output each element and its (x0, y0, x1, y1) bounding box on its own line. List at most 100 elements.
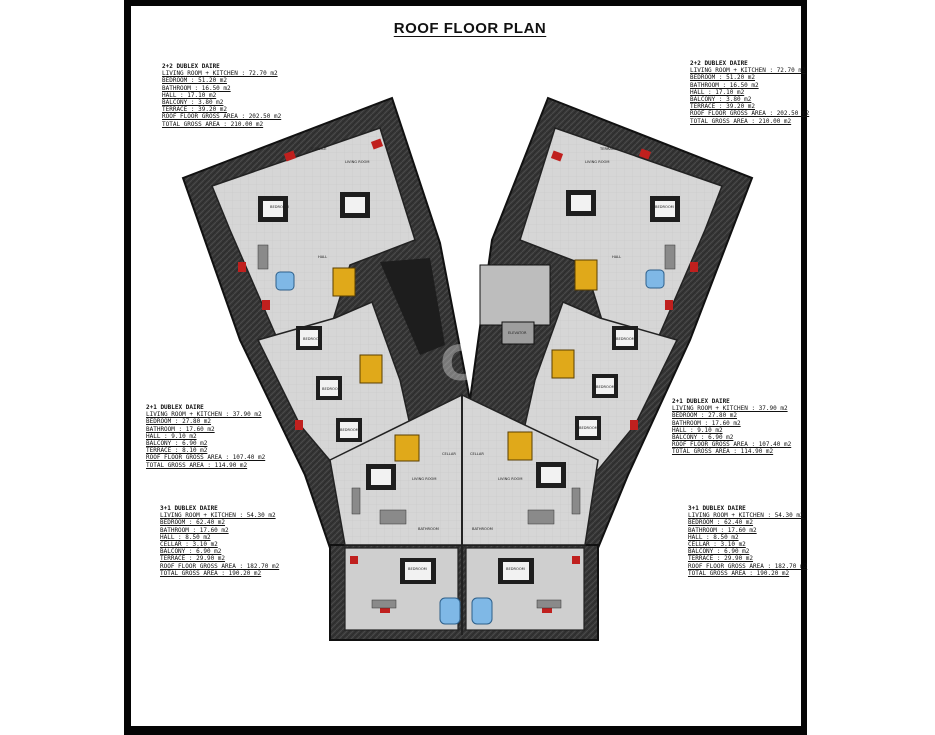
furniture (257, 244, 676, 609)
stair (507, 431, 533, 461)
spec-line: BATHROOM : 17.60 m2 (160, 526, 229, 534)
red-chair (542, 605, 552, 613)
spec-line: BATHROOM : 17.60 m2 (146, 425, 215, 433)
room-label-bathroom: BATHROOM (418, 527, 439, 531)
spec-line: CELLAR : 3.10 m2 (160, 541, 218, 549)
spec-line: ROOF FLOOR GROSS AREA : 107.40 m2 (672, 441, 792, 449)
spec-line: HALL : 9.10 m2 (672, 426, 723, 434)
spec-line: LIVING ROOM + KITCHEN : 72.70 m2 (690, 67, 806, 75)
spec-line: LIVING ROOM + KITCHEN : 54.30 m2 (160, 512, 276, 520)
spec-line: HALL : 9.10 m2 (146, 432, 197, 440)
spec-line: BEDROOM : 27.80 m2 (672, 412, 738, 420)
jacuzzi (275, 271, 295, 291)
spec-line: TOTAL GROSS AREA : 114.90 m2 (672, 448, 774, 456)
room-label-bedroom: BEDROOM (506, 567, 525, 571)
spec-line: BALCONY : 3.80 m2 (690, 96, 752, 104)
room-label-bathroom: BATHROOM (472, 527, 493, 531)
spec-line: BATHROOM : 17.60 m2 (688, 526, 757, 534)
sofa (536, 599, 562, 609)
spec-line: LIVING ROOM + KITCHEN : 37.90 m2 (146, 411, 262, 419)
room-label-bedroom: BEDROOM (303, 337, 322, 341)
spec-line: BALCONY : 6.90 m2 (688, 548, 750, 556)
bed (566, 190, 596, 216)
room-label-bedroom: BEDROOM (596, 385, 615, 389)
spec-line: HALL : 8.50 m2 (688, 533, 739, 541)
spec-line: LIVING ROOM + KITCHEN : 54.30 m2 (688, 512, 804, 520)
spec-line: ROOF FLOOR GROSS AREA : 182.70 m2 (160, 562, 280, 570)
spec-line: BEDROOM : 51.20 m2 (162, 77, 228, 85)
room-label-elevator: ELEVATOR (508, 331, 527, 335)
bed (650, 196, 680, 222)
spec-line: ROOF FLOOR GROSS AREA : 202.50 m2 (690, 110, 810, 118)
bed (316, 376, 342, 400)
room-label-bedroom: BEDROOM (579, 426, 598, 430)
jacuzzi (439, 597, 461, 625)
spec-line: BALCONY : 6.90 m2 (672, 434, 734, 442)
room-label-bedroom: BEDROOM (655, 205, 674, 209)
spec-line: BEDROOM : 27.80 m2 (146, 418, 212, 426)
stair (332, 267, 356, 297)
spec-line: BALCONY : 3.80 m2 (162, 99, 224, 107)
room-label-bedroom: BEDROOM (616, 337, 635, 341)
spec-heading: 2+1 DUBLEX DAIRE (146, 404, 204, 411)
spec-line: TOTAL GROSS AREA : 190.20 m2 (160, 569, 262, 577)
kitchen-counter (351, 487, 361, 515)
red-chair (380, 605, 390, 613)
spec-heading: 2+2 DUBLEX DAIRE (690, 60, 748, 67)
room-label-cellar: CELLAR (470, 452, 484, 456)
bed (498, 558, 534, 584)
spec-heading: 2+2 DUBLEX DAIRE (162, 63, 220, 70)
stair-core (479, 264, 551, 326)
room-label-cellar: CELLAR (442, 452, 456, 456)
sofa (371, 599, 397, 609)
spec-line: TERRACE : 39.20 m2 (690, 103, 756, 111)
room-label-bedroom: BEDROOM (322, 387, 341, 391)
spec-line: BEDROOM : 62.40 m2 (160, 519, 226, 527)
spec-line: TOTAL GROSS AREA : 114.90 m2 (146, 461, 248, 469)
elevator-shaft (380, 258, 445, 355)
room-label-living: LIVING ROOM (498, 477, 522, 481)
core (380, 258, 551, 355)
spec-line: TERRACE : 29.90 m2 (160, 555, 226, 563)
sofa (664, 244, 676, 270)
jacuzzi (645, 269, 665, 289)
red-chair (572, 556, 580, 564)
room-label-living: LIVING ROOM (412, 477, 436, 481)
bed (575, 416, 601, 440)
jacuzzi (471, 597, 493, 625)
red-chair (370, 138, 384, 150)
room-label-terrace: TERRACE (599, 147, 617, 151)
red-chair (630, 420, 638, 430)
red-chair (262, 300, 270, 310)
room-labels: TERRACE LIVING ROOM BEDROOM HALL BEDROOM… (270, 147, 674, 571)
elevator-box (501, 321, 535, 345)
spec-heading: 3+1 DUBLEX DAIRE (688, 505, 746, 512)
spec-line: TERRACE : 8.10 m2 (146, 447, 208, 455)
red-chair (238, 262, 246, 272)
loungers (238, 138, 698, 613)
spec-line: HALL : 8.50 m2 (160, 533, 211, 541)
red-chair (690, 262, 698, 272)
red-chair (350, 556, 358, 564)
room-label-bedroom: BEDROOM (408, 567, 427, 571)
kitchen-counter (571, 487, 581, 515)
room-label-living: LIVING ROOM (345, 160, 369, 164)
spec-line: HALL : 17.10 m2 (162, 91, 217, 99)
spec-line: TERRACE : 39.20 m2 (162, 106, 228, 114)
bed (536, 462, 566, 488)
bed (258, 196, 288, 222)
spec-line: ROOF FLOOR GROSS AREA : 182.70 m2 (688, 562, 808, 570)
red-chair (665, 300, 673, 310)
room-label-living: LIVING ROOM (585, 160, 609, 164)
spec-line: TOTAL GROSS AREA : 210.00 m2 (690, 117, 792, 125)
bed (592, 374, 618, 398)
room-label-hall: HALL (612, 255, 621, 259)
beds (258, 190, 680, 584)
spec-line: BALCONY : 6.90 m2 (146, 440, 208, 448)
red-chair (638, 148, 652, 160)
floor-left-upper (211, 127, 416, 346)
dining-table (379, 509, 407, 525)
